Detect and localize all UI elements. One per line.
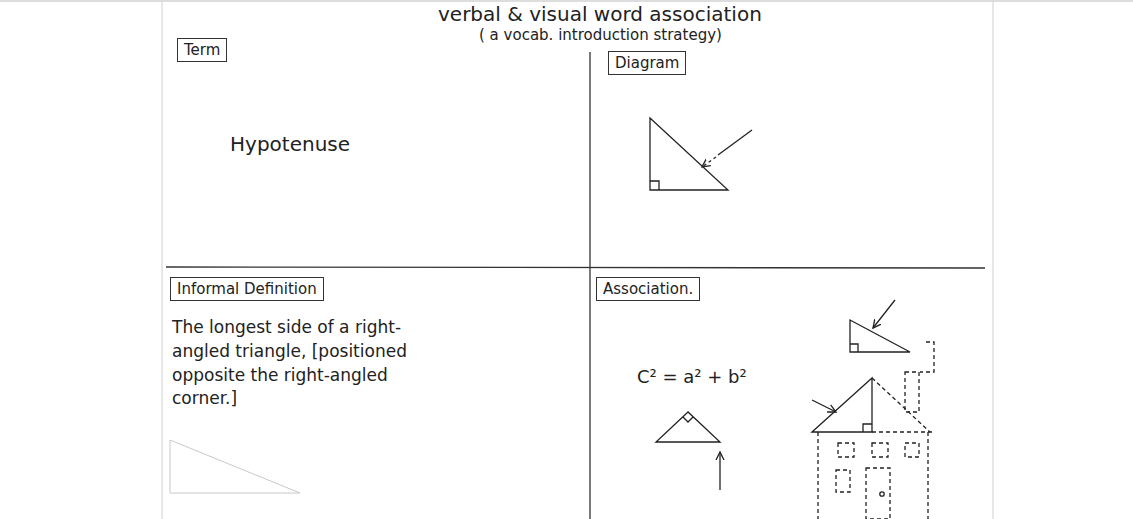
box-label: Diagram (615, 54, 679, 72)
frame-line (162, 1, 163, 519)
faint-triangle (170, 440, 300, 493)
box-label: Term (184, 41, 220, 59)
subtitle: ( a vocab. introduction strategy) (479, 26, 722, 44)
right-triangle (656, 412, 720, 490)
formula: C² = a² + b² (637, 366, 747, 388)
right-triangle (850, 300, 910, 352)
house-sketch (812, 342, 935, 519)
frame-line (0, 1, 1133, 2)
heading-box: Association. (596, 277, 700, 301)
heading-box: Term (177, 38, 227, 62)
definition-text: The longest side of a right-angled trian… (172, 316, 417, 411)
diagram-title: verbal & visual word association (438, 2, 762, 26)
term-word: Hypotenuse (230, 132, 350, 156)
divider-line (166, 267, 985, 268)
box-label: Informal Definition (177, 280, 317, 298)
frame-line (993, 1, 994, 519)
right-triangle (650, 118, 752, 190)
heading-box: Informal Definition (170, 277, 324, 301)
box-label: Association. (603, 280, 693, 298)
divider-line (589, 52, 590, 519)
heading-box: Diagram (608, 51, 686, 75)
